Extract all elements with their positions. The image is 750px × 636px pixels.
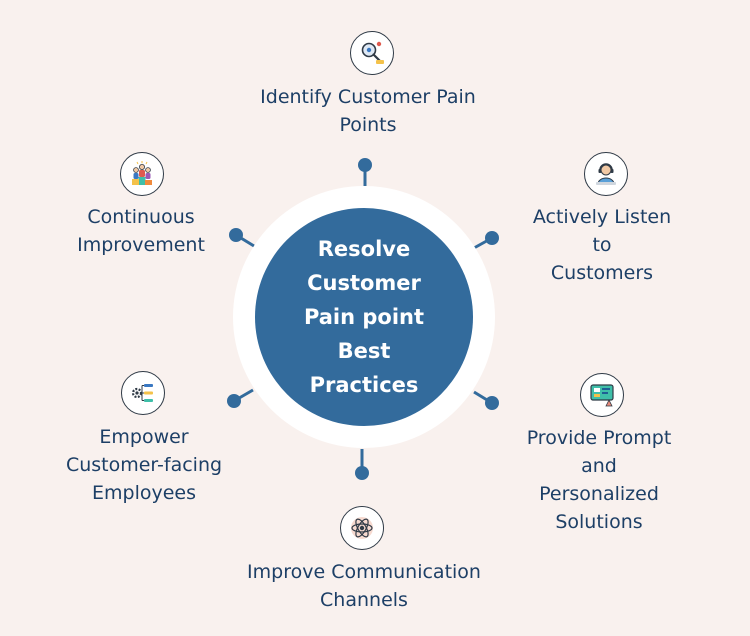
connector-dot-top	[358, 158, 372, 172]
workflow-gear-icon	[121, 371, 165, 415]
team-podium-icon	[120, 152, 164, 196]
connector-dot-bottom-left	[227, 394, 241, 408]
support-agent-headset-icon	[584, 152, 628, 196]
connector-dot-bottom-right	[485, 396, 499, 410]
practice-label-prompt: Provide Prompt and Personalized Solution…	[526, 427, 672, 533]
atom-network-icon	[340, 506, 384, 550]
hub-title: Resolve Customer Pain point Best Practic…	[303, 237, 425, 397]
practice-label-continuous: Continuous Improvement	[77, 206, 205, 256]
practice-label-empower: Empower Customer-facing Employees	[65, 426, 223, 504]
practice-label-communication: Improve Communication Channels	[247, 561, 481, 611]
practice-label-identify: Identify Customer Pain Points	[260, 86, 476, 136]
hub-circle: Resolve Customer Pain point Best Practic…	[255, 208, 473, 426]
connector-dot-bottom	[355, 466, 369, 480]
magnifier-search-icon	[350, 31, 394, 75]
connector-dot-top-left	[229, 228, 243, 242]
practice-label-listen: Actively Listen to Customers	[532, 206, 672, 284]
connector-dot-top-right	[485, 231, 499, 245]
screen-solution-icon	[580, 373, 624, 417]
